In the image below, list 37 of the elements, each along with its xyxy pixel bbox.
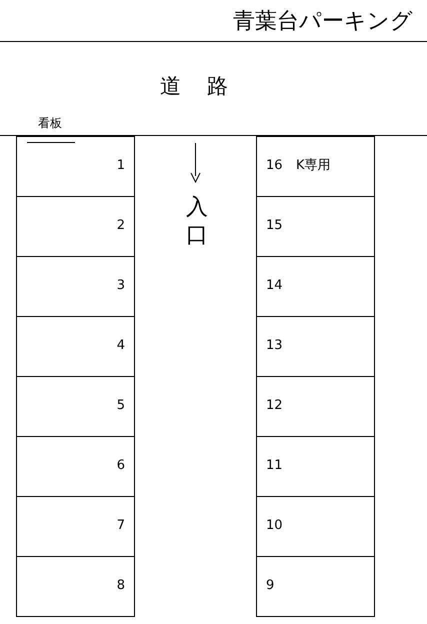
parking-space xyxy=(256,376,375,437)
parking-space xyxy=(256,556,375,617)
parking-space xyxy=(16,496,135,557)
road-label: 道路 xyxy=(160,73,254,100)
parking-space xyxy=(16,436,135,497)
space-note: K専用 xyxy=(296,158,331,174)
title: 青葉台パーキング xyxy=(233,8,413,36)
space-number: 14 xyxy=(266,278,283,294)
space-number: 12 xyxy=(266,398,283,414)
space-number: 6 xyxy=(116,458,125,474)
space-number: 9 xyxy=(266,578,274,594)
space-number: 13 xyxy=(266,338,283,354)
parking-space xyxy=(16,196,135,257)
parking-space xyxy=(16,316,135,377)
space-number: 16 xyxy=(266,158,283,174)
parking-space xyxy=(256,436,375,497)
sign-label: 看板 xyxy=(38,115,62,132)
space-number: 2 xyxy=(116,218,125,234)
parking-space xyxy=(16,376,135,437)
parking-space xyxy=(16,256,135,317)
parking-space xyxy=(256,136,375,197)
space-number: 4 xyxy=(116,338,125,354)
space-number: 10 xyxy=(266,518,283,534)
parking-space xyxy=(256,316,375,377)
parking-space xyxy=(16,556,135,617)
space-number: 8 xyxy=(116,578,125,594)
space-number: 5 xyxy=(116,398,125,414)
space-number: 7 xyxy=(116,518,125,534)
space-number: 3 xyxy=(116,278,125,294)
space-number: 15 xyxy=(266,218,283,234)
parking-space xyxy=(256,196,375,257)
parking-space xyxy=(256,496,375,557)
space-number: 11 xyxy=(266,458,283,474)
space-number: 1 xyxy=(116,158,125,174)
entrance-label: 入口 xyxy=(185,194,209,250)
parking-space xyxy=(16,136,135,197)
parking-space xyxy=(256,256,375,317)
